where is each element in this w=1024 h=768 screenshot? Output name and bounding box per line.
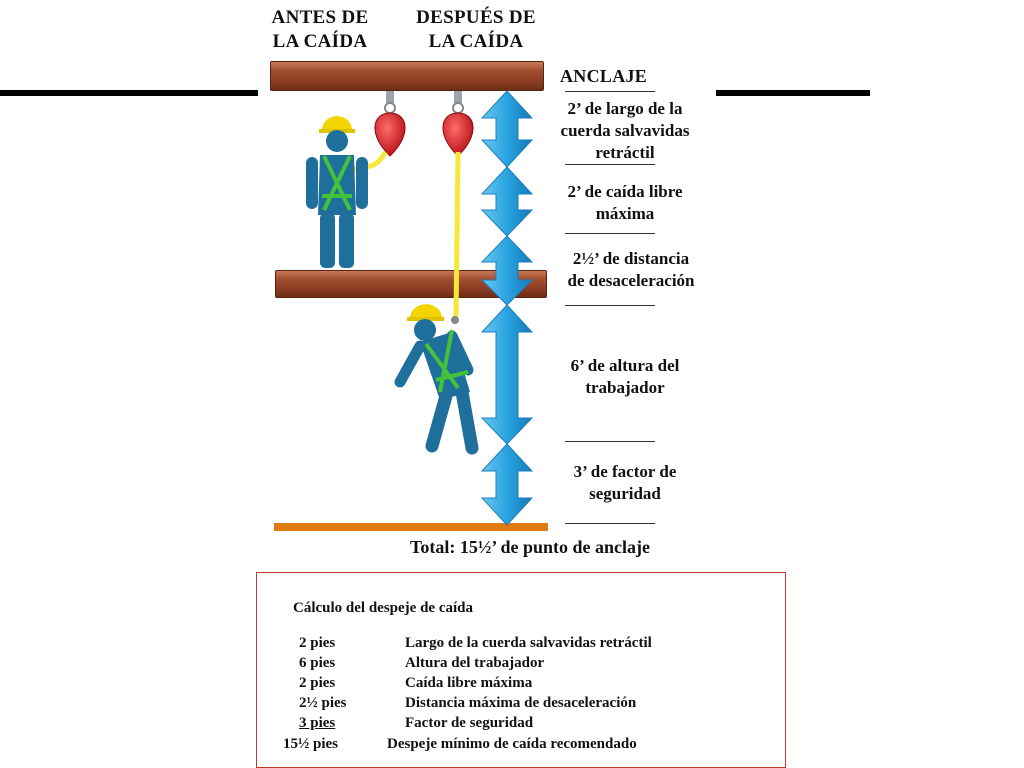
- arrow-segment-lifeline: [480, 90, 534, 168]
- arrow-segment-worker-height: [480, 304, 534, 445]
- table-row-desc: Distancia máxima de desaceleración: [405, 695, 637, 711]
- lifeline-after: [453, 151, 461, 319]
- srl-before-icon: [374, 91, 406, 157]
- table-row-qty: 2 pies: [299, 675, 336, 691]
- calculation-box: Cálculo del despeje de caída 2 pies Larg…: [256, 572, 786, 768]
- total-label: Total: 15½’ de punto de anclaje: [410, 537, 651, 557]
- calculation-title: Cálculo del despeje de caída: [293, 600, 473, 616]
- table-total-qty: 15½ pies: [283, 736, 339, 752]
- table-row-desc: Factor de seguridad: [405, 715, 534, 731]
- table-row-desc: Caída libre máxima: [405, 675, 533, 691]
- table-row-qty: 3 pies: [299, 715, 336, 731]
- arrow-segment-freefall: [480, 166, 534, 237]
- separator-line: [565, 164, 655, 165]
- table-row-qty: 2½ pies: [299, 695, 347, 711]
- worker-before-icon: [306, 116, 368, 268]
- separator-line: [565, 305, 655, 306]
- lower-level-floor: [274, 523, 548, 531]
- arrow-segment-safety-factor: [480, 443, 534, 526]
- separator-line: [565, 523, 655, 524]
- segment-label-freefall: 2’ de caída libre máxima: [567, 182, 683, 223]
- table-row-desc: Largo de la cuerda salvavidas retráctil: [405, 635, 652, 651]
- table-row-desc: Altura del trabajador: [405, 655, 545, 671]
- separator-line: [565, 91, 655, 92]
- segment-label-safety-factor: 3’ de factor de seguridad: [573, 462, 677, 503]
- segment-label-deceleration: 2½’ de distancia de desaceleración: [567, 249, 695, 290]
- header-after: DESPUÉS DE LA CAÍDA: [416, 7, 536, 52]
- left-divider-bar: [0, 90, 258, 96]
- worker-after-icon: [394, 304, 479, 455]
- header-before: ANTES DE LA CAÍDA: [271, 7, 369, 52]
- right-divider-bar: [716, 90, 870, 96]
- arrow-segment-deceleration: [480, 235, 534, 306]
- segment-label-lifeline: 2’ de largo de la cuerda salvavidas retr…: [560, 99, 690, 162]
- srl-after-icon: [442, 91, 474, 157]
- separator-line: [565, 233, 655, 234]
- table-total-desc: Despeje mínimo de caída recomendado: [387, 736, 637, 752]
- table-row-qty: 6 pies: [299, 655, 336, 671]
- anchor-beam: [270, 61, 544, 91]
- anchor-label: ANCLAJE: [560, 66, 648, 86]
- segment-label-worker-height: 6’ de altura del trabajador: [570, 356, 680, 397]
- separator-line: [565, 441, 655, 442]
- table-row-qty: 2 pies: [299, 635, 336, 651]
